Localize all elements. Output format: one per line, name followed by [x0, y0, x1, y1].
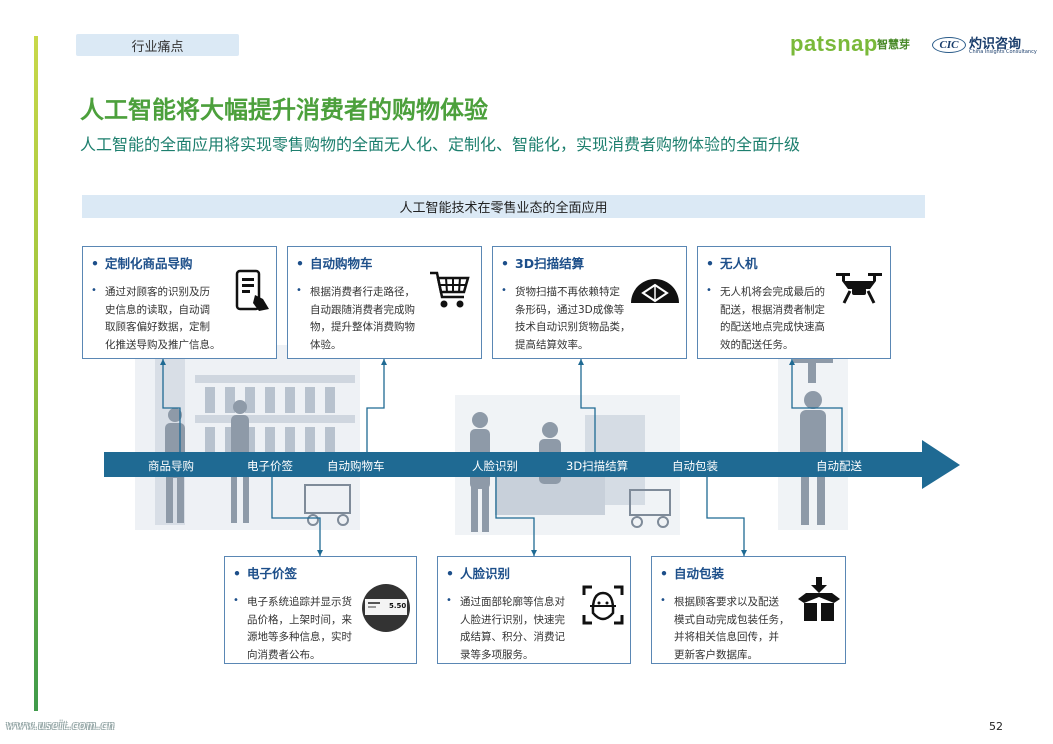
cic-logo-cn: 灼识咨询 [969, 37, 1022, 52]
connector-auto-cart [366, 359, 385, 452]
card-face-id: •人脸识别 • 通过面部轮廓等信息对 人脸进行识别，快速完 成结算、积分、消费记… [437, 556, 631, 664]
left-accent-bar [34, 36, 38, 711]
card-desc: 无人机将会完成最后的 配送，根据消费者制定 的配送地点完成快速高 效的配送任务。 [720, 286, 825, 351]
patsnap-logo: patsnap [790, 31, 878, 56]
connector-3d-scan [580, 359, 596, 452]
card-title: 自动购物车 [310, 256, 373, 271]
connector-packing [706, 477, 745, 556]
arrow-label-delivery: 自动配送 [816, 459, 862, 473]
3d-scan-dome-icon [631, 279, 679, 303]
card-title: 电子价签 [247, 566, 298, 581]
card-desc: 根据顾客要求以及配送 模式自动完成包装任务， 并将相关信息回传，并 更新客户数据… [674, 596, 790, 661]
card-desc: 通过面部轮廓等信息对 人脸进行识别，快速完 成结算、积分、消费记 录等多项服务。 [460, 596, 565, 661]
connector-shopping-guide [162, 359, 181, 452]
card-title: 3D扫描结算 [515, 256, 585, 271]
mobile-phone-icon [235, 269, 269, 311]
connector-drone [791, 359, 843, 452]
page-title: 人工智能将大幅提升消费者的购物体验 [80, 96, 488, 124]
arrow-label-packing: 自动包装 [672, 459, 718, 473]
store-scene-illustration [135, 345, 360, 530]
arrow-label-shopping-guide: 商品导购 [148, 459, 194, 473]
arrow-label-auto-cart: 自动购物车 [327, 459, 385, 473]
card-drone: •无人机 • 无人机将会完成最后的 配送，根据消费者制定 的配送地点完成快速高 … [697, 246, 891, 359]
card-desc: 货物扫描不再依赖特定 条形码，通过3D成像等 技术自动识别货物品类， 提高结算效… [515, 286, 631, 351]
drone-icon [836, 273, 882, 304]
cic-logo-en: China Insights Consultancy [969, 49, 1037, 55]
package-box-icon [798, 577, 840, 621]
page-number: 52 [989, 720, 1003, 733]
face-scan-icon [582, 585, 624, 625]
card-3d-scan: •3D扫描结算 • 货物扫描不再依赖特定 条形码，通过3D成像等 技术自动识别货… [492, 246, 687, 359]
card-title: 无人机 [720, 256, 758, 271]
card-desc: 通过对顾客的识别及历 史信息的读取，自动调 取顾客偏好数据，定制 化推送导购及推… [105, 286, 221, 351]
diagram-header: 人工智能技术在零售业态的全面应用 [82, 195, 925, 218]
shopping-cart-icon [430, 271, 470, 308]
card-title: 人脸识别 [460, 566, 511, 581]
card-desc: 电子系统追踪并显示货 品价格，上架时间，来 源地等多种信息，实时 向消费者公布。 [247, 596, 352, 661]
price-tag-value: 5.50 [389, 602, 407, 610]
timeline-arrow [104, 440, 960, 489]
arrow-label-price-tag: 电子价签 [247, 459, 293, 473]
electronic-price-tag-icon [362, 584, 410, 632]
page-subtitle: 人工智能的全面应用将实现零售购物的全面无人化、定制化、智能化，实现消费者购物体验… [80, 135, 801, 154]
watermark: www.useit.com.cn [6, 717, 116, 732]
connector-price-tag [271, 477, 321, 556]
card-shopping-guide: •定制化商品导购 通过对顾客的识别及历 史信息的读取，自动调 取顾客偏好数据，定… [82, 246, 277, 359]
card-desc: 根据消费者行走路径， 自动跟随消费者完成购 物，提升整体消费购物 体验。 [310, 286, 415, 351]
section-tag: 行业痛点 [76, 34, 239, 56]
card-price-tag: •电子价签 • 电子系统追踪并显示货 品价格，上架时间，来 源地等多种信息，实时… [224, 556, 417, 664]
card-title: 定制化商品导购 [105, 256, 193, 271]
patsnap-logo-cn: 智慧芽 [877, 38, 910, 51]
card-title: 自动包装 [674, 566, 725, 581]
connector-face-id [495, 477, 535, 556]
arrow-label-face-id: 人脸识别 [472, 459, 518, 473]
card-packing: •自动包装 • 根据顾客要求以及配送 模式自动完成包装任务， 并将相关信息回传，… [651, 556, 846, 664]
arrow-label-3d-scan: 3D扫描结算 [566, 459, 629, 473]
card-auto-cart: •自动购物车 • 根据消费者行走路径， 自动跟随消费者完成购 物，提升整体消费购… [287, 246, 482, 359]
cic-logo-mark: CIC [932, 37, 966, 53]
